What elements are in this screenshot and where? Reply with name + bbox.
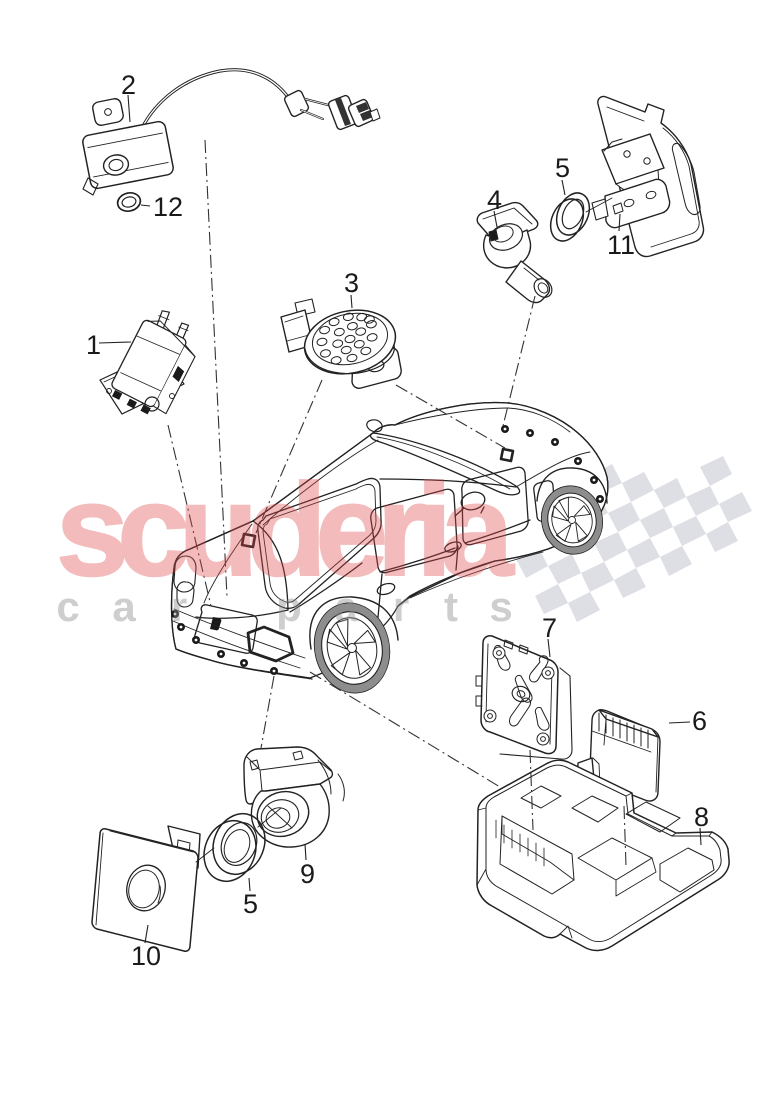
svg-text:a: a	[334, 583, 358, 630]
svg-text:2: 2	[121, 70, 136, 100]
svg-text:8: 8	[694, 802, 709, 832]
svg-text:9: 9	[300, 859, 315, 889]
svg-text:6: 6	[692, 706, 707, 736]
svg-text:scuderia: scuderia	[56, 456, 515, 603]
svg-text:r: r	[393, 583, 409, 630]
svg-text:1: 1	[86, 330, 101, 360]
svg-text:t: t	[444, 583, 458, 630]
svg-text:s: s	[489, 583, 512, 630]
svg-text:c: c	[56, 583, 79, 630]
svg-text:5: 5	[243, 889, 258, 919]
svg-text:4: 4	[487, 185, 502, 215]
svg-text:r: r	[171, 583, 187, 630]
svg-text:12: 12	[153, 192, 183, 222]
svg-text:7: 7	[542, 613, 557, 643]
svg-text:11: 11	[607, 230, 635, 260]
svg-text:10: 10	[131, 941, 161, 971]
svg-text:3: 3	[344, 268, 359, 298]
svg-text:5: 5	[555, 153, 570, 183]
svg-text:a: a	[112, 583, 136, 630]
svg-text:p: p	[276, 583, 302, 630]
